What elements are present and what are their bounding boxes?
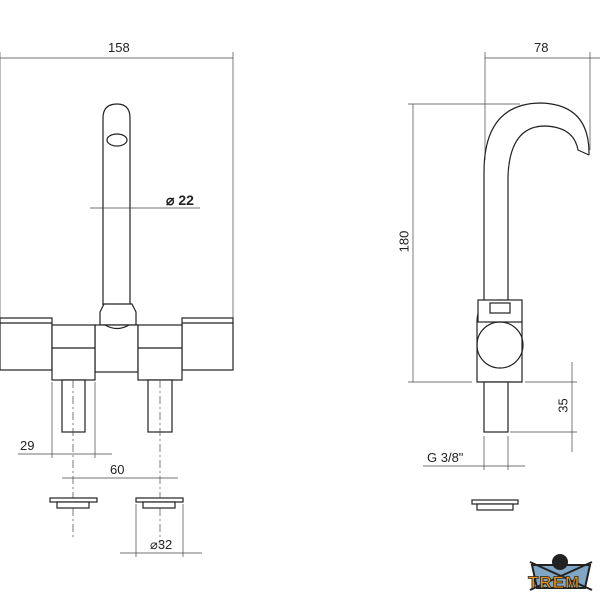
spout-tube (102, 103, 131, 305)
side-spout-outer (483, 102, 590, 300)
right-rosette (135, 497, 184, 503)
logo-text: TREM (528, 573, 581, 593)
center-body (94, 324, 139, 373)
handle-dimension-label: 29 (20, 438, 35, 453)
front-view (0, 52, 234, 557)
left-rosette (49, 497, 98, 503)
collar (99, 303, 137, 326)
left-column (51, 324, 96, 381)
spout-diameter-label: ⌀ 22 (166, 192, 194, 208)
left-handle (0, 317, 53, 371)
thread-label: G 3/8" (427, 450, 464, 465)
right-column (137, 324, 183, 381)
height-dimension-label: 180 (396, 230, 412, 253)
side-rosette (471, 499, 519, 505)
right-handle (181, 317, 234, 371)
side-view (408, 52, 600, 511)
trem-logo (529, 554, 593, 591)
hole-diameter-label: ⌀32 (150, 537, 173, 552)
shank-length-label: 35 (555, 398, 571, 413)
left-shank (61, 379, 86, 433)
width-dimension-label: 158 (108, 40, 130, 55)
depth-dimension-label: 78 (534, 40, 549, 55)
center-distance-label: 60 (110, 462, 125, 477)
side-shank (483, 381, 509, 433)
